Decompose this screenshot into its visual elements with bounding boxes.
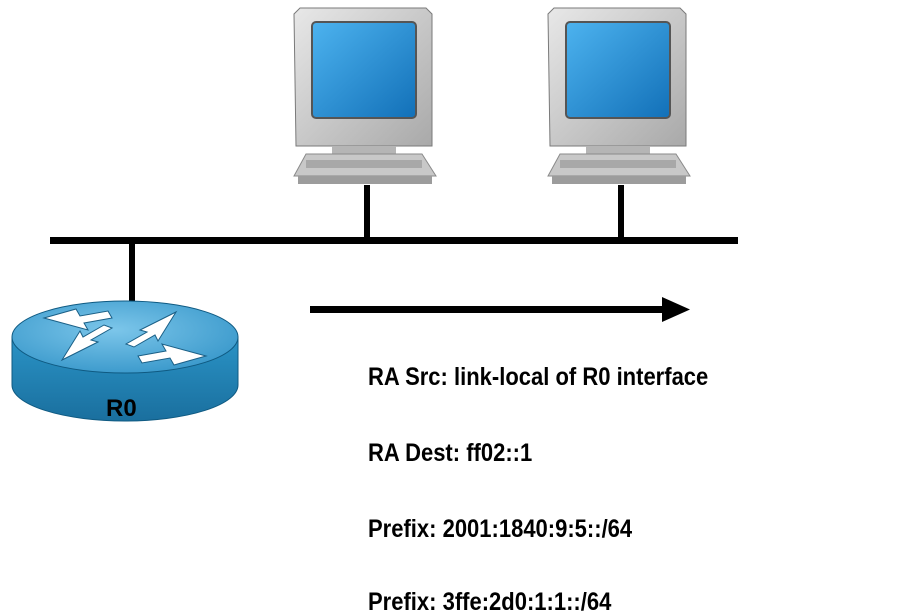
ra-prefix-text: Prefix: 2001:1840:9:5::/64 — [368, 515, 633, 543]
ra-prefix-text: Prefix: 3ffe:2d0:1:1::/64 — [368, 588, 612, 616]
router-label: R0 — [106, 395, 137, 422]
computer-icon — [293, 7, 437, 184]
ra-source-text: RA Src: link-local of R0 interface — [368, 363, 709, 391]
router-drop-line — [129, 237, 135, 304]
host-1-drop-line — [364, 185, 370, 241]
ra-direction-arrow — [310, 297, 690, 322]
computer-icon — [547, 7, 691, 184]
ethernet-bus — [50, 237, 738, 244]
host-2-drop-line — [618, 185, 624, 241]
ra-destination-text: RA Dest: ff02::1 — [368, 439, 533, 467]
router-icon: R0 — [11, 300, 239, 422]
